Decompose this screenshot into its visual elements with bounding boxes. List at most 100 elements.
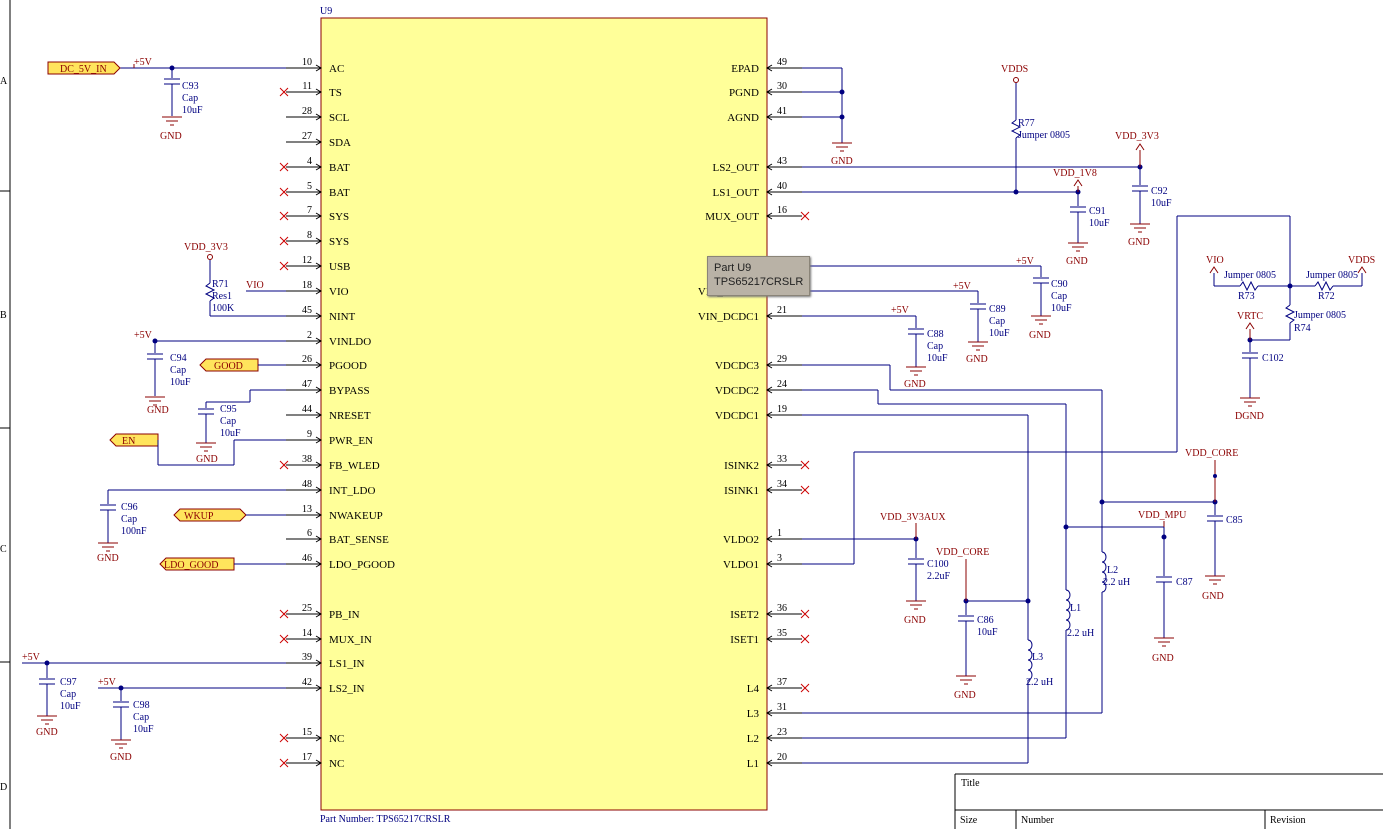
cap-c91[interactable]: C91 10uF bbox=[1070, 206, 1110, 243]
ground-c86: GND bbox=[954, 675, 976, 701]
pin-number: 29 bbox=[777, 354, 787, 365]
pin-number: 28 bbox=[302, 106, 312, 117]
resistor-r74[interactable]: Jumper 0805 R74 bbox=[1284, 304, 1346, 334]
cap-c89[interactable]: C89 Cap 10uF bbox=[970, 303, 1010, 342]
inductor-l3[interactable]: L3 2.2 uH bbox=[1026, 639, 1053, 688]
cap-c92[interactable]: C92 10uF bbox=[1132, 185, 1172, 224]
cap-c88[interactable]: C88 Cap 10uF bbox=[908, 328, 948, 367]
zone-label-d: D bbox=[0, 782, 7, 793]
pin-name: LS1_IN bbox=[329, 658, 365, 670]
cap-c90[interactable]: C90 Cap 10uF bbox=[1033, 277, 1072, 316]
svg-text:R71: R71 bbox=[212, 279, 229, 290]
cap-c97[interactable]: C97 Cap 10uF bbox=[39, 677, 81, 716]
svg-text:GND: GND bbox=[1152, 653, 1174, 664]
chip-body[interactable] bbox=[320, 17, 768, 811]
cap-c95[interactable]: C95 Cap 10uF bbox=[198, 404, 241, 443]
svg-text:C90: C90 bbox=[1051, 279, 1068, 290]
resistor-r72[interactable]: Jumper 0805 R72 bbox=[1306, 270, 1358, 302]
pin-number: 35 bbox=[777, 628, 787, 639]
pin-name: MUX_OUT bbox=[705, 211, 759, 223]
cap-c100[interactable]: C100 2.2uF bbox=[908, 558, 951, 601]
pin-number: 1 bbox=[777, 528, 782, 539]
cap-c98[interactable]: C98 Cap 10uF bbox=[113, 700, 154, 740]
power-vdd-3v3aux: VDD_3V3AUX bbox=[880, 512, 946, 539]
svg-text:GND: GND bbox=[196, 454, 218, 465]
svg-text:2.2 uH: 2.2 uH bbox=[1067, 628, 1094, 639]
cap-c85[interactable]: C85 bbox=[1207, 515, 1243, 576]
pin-name: PGND bbox=[729, 87, 759, 99]
inductor-l1[interactable]: L1 2.2 uH bbox=[1065, 589, 1094, 639]
cap-c94[interactable]: C94 Cap 10uF bbox=[147, 353, 191, 396]
cap-c93[interactable]: C93 Cap 10uF bbox=[164, 78, 203, 116]
cap-c86[interactable]: C86 10uF bbox=[958, 615, 998, 676]
resistor-r73[interactable]: Jumper 0805 R73 bbox=[1224, 270, 1276, 302]
cap-c102[interactable]: C102 bbox=[1242, 352, 1284, 398]
svg-text:GND: GND bbox=[147, 405, 169, 416]
port-dc-5v-in[interactable]: DC_5V_IN bbox=[47, 61, 121, 75]
port-en[interactable]: EN bbox=[109, 433, 159, 447]
inductor-l2[interactable]: L2 2.2 uH bbox=[1101, 551, 1130, 593]
svg-text:C85: C85 bbox=[1226, 515, 1243, 526]
cap-c87[interactable]: C87 bbox=[1156, 576, 1193, 638]
cap-c96[interactable]: C96 Cap 100nF bbox=[100, 502, 147, 543]
ground-c96: GND bbox=[97, 542, 119, 564]
ground-c100: GND bbox=[904, 600, 926, 626]
resistor-r71[interactable]: R71 Res1 100K bbox=[204, 279, 235, 314]
port-good[interactable]: GOOD bbox=[199, 358, 259, 372]
svg-text:10uF: 10uF bbox=[1051, 303, 1072, 314]
port-wkup[interactable]: WKUP bbox=[173, 508, 247, 522]
svg-text:R73: R73 bbox=[1238, 291, 1255, 302]
resistor-r77[interactable]: R77 Jumper 0805 bbox=[1010, 118, 1070, 141]
port-ldo-good[interactable]: LDO_GOOD bbox=[159, 557, 235, 571]
power-vdd-core-c86: VDD_CORE bbox=[936, 547, 989, 601]
